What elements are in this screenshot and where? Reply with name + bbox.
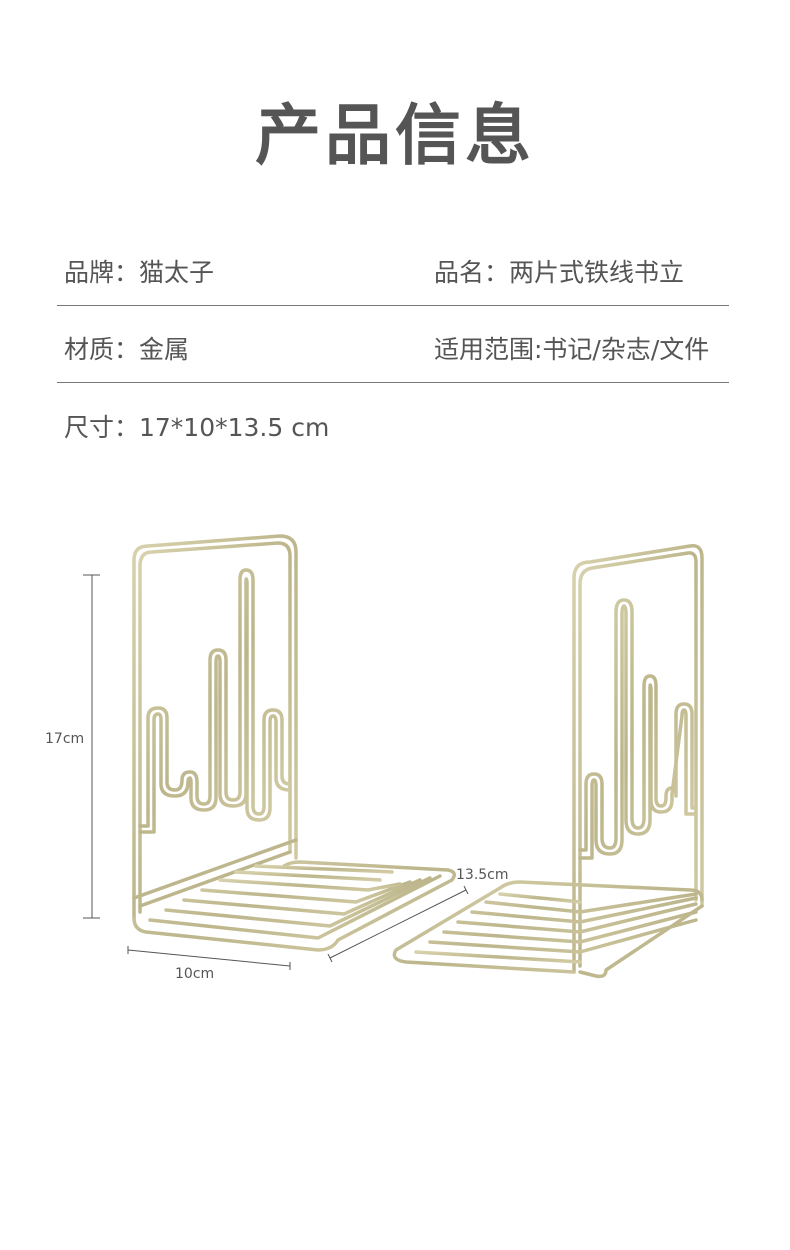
right-bookend <box>392 544 704 979</box>
spec-material: 材质：金属 <box>64 335 190 364</box>
left-bookend <box>132 534 456 952</box>
spec-brand: 品牌：猫太子 <box>64 258 215 287</box>
product-photo: 17cm 10cm 13.5cm <box>45 534 704 982</box>
dimension-width-label: 10cm <box>175 966 214 982</box>
spec-product-name: 品名：两片式铁线书立 <box>434 258 685 287</box>
spec-usage: 适用范围:书记/杂志/文件 <box>434 335 710 364</box>
divider-2 <box>57 382 729 383</box>
spec-size: 尺寸：17*10*13.5 cm <box>64 413 330 442</box>
dimension-lines <box>83 574 469 970</box>
page-title: 产品信息 <box>255 97 535 174</box>
dimension-height-label: 17cm <box>45 731 84 747</box>
divider-1 <box>57 305 729 306</box>
dimension-depth-label: 13.5cm <box>456 867 509 883</box>
